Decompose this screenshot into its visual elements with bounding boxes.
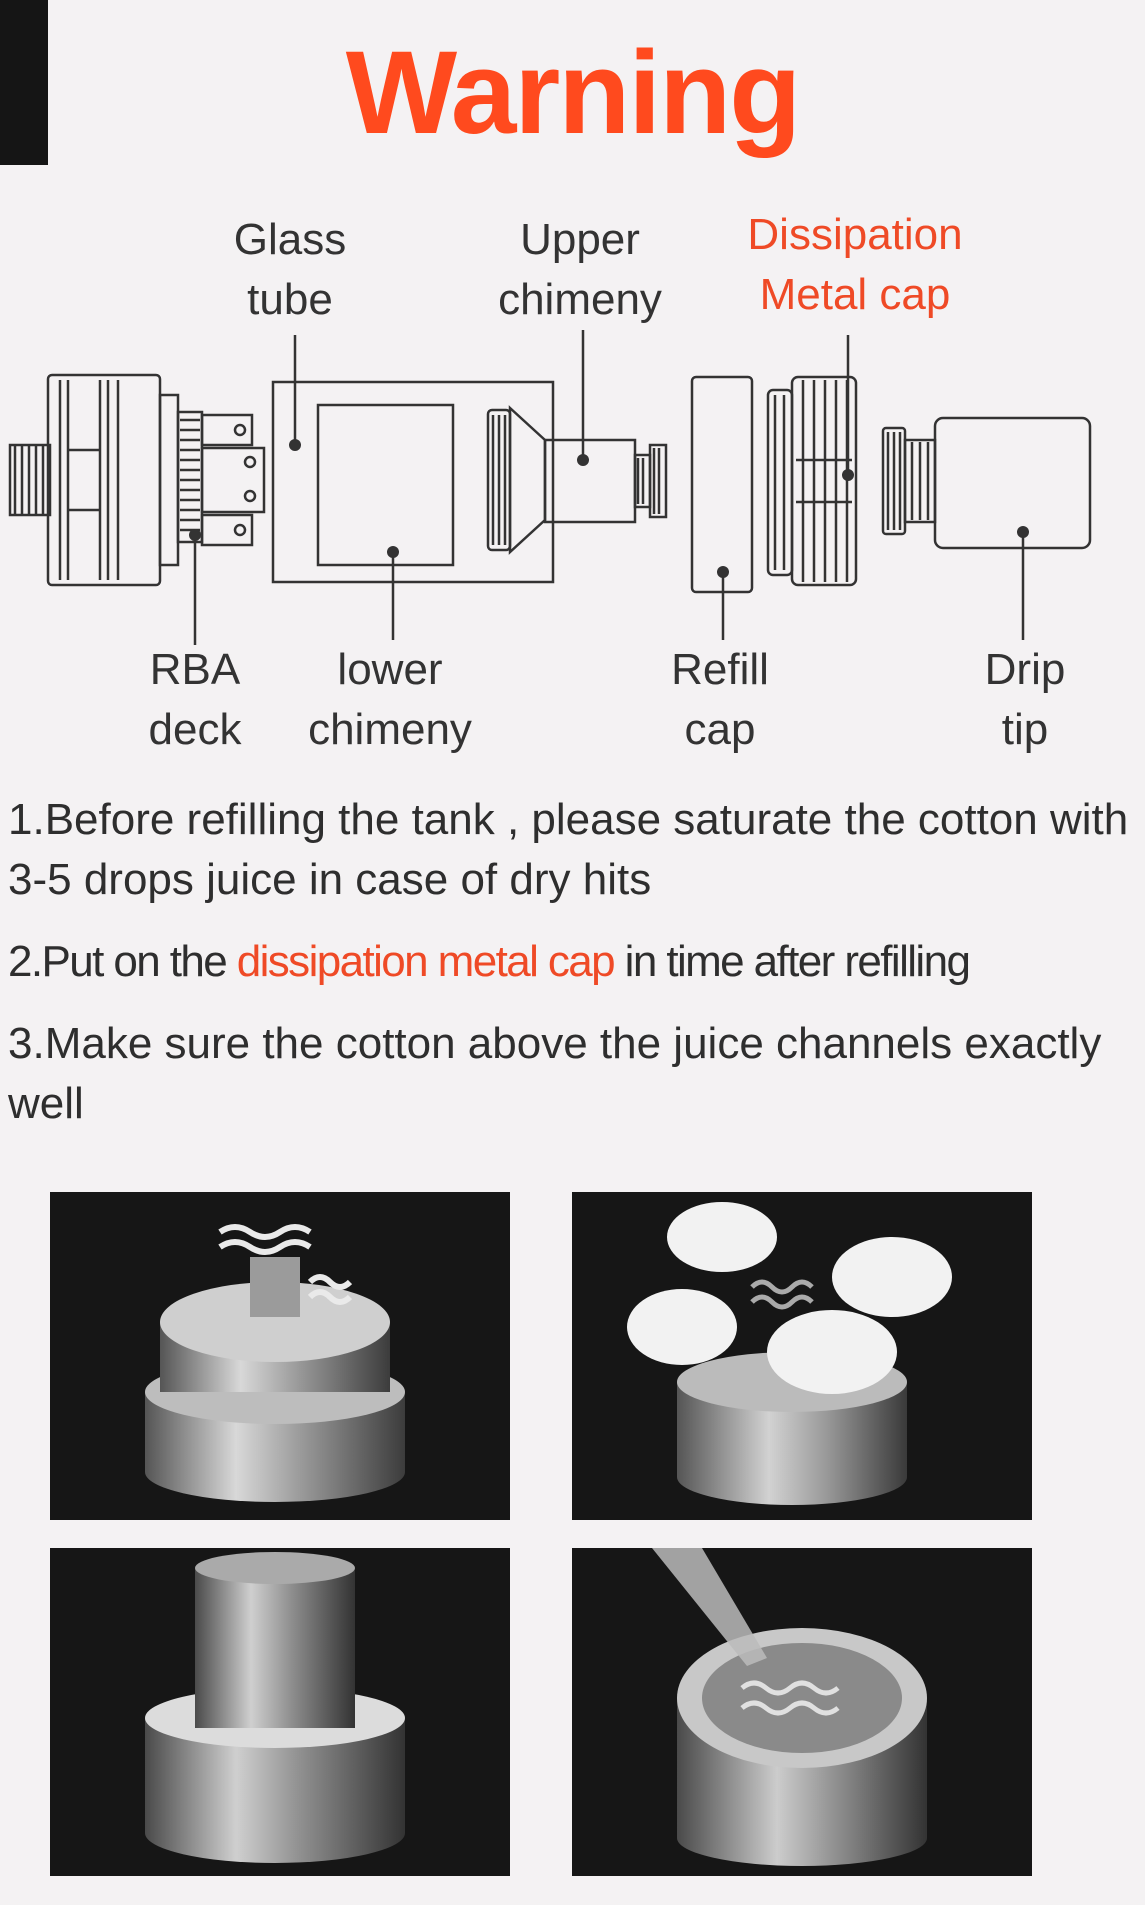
- lower-chimney-part: [316, 403, 455, 567]
- instruction-step-3: 3.Make sure the cotton above the juice c…: [8, 1019, 1102, 1128]
- juice-drip-into-deck-photo: [572, 1548, 1032, 1876]
- instruction-step-2: 2.Put on the dissipation metal cap in ti…: [8, 937, 971, 986]
- lower-chimney-installed-photo: [50, 1548, 510, 1876]
- diagram-line-art: [8, 330, 1092, 645]
- instruction-step-1: 1.Before refilling the tank , please sat…: [8, 795, 1129, 904]
- dissipation-cap-part: [766, 375, 858, 587]
- instructions: 1.Before refilling the tank , please sat…: [8, 790, 1138, 1156]
- glass-tube-part: [271, 380, 555, 584]
- refill-cap-part: [690, 375, 754, 594]
- highlight-dissipation-cap: dissipation metal cap: [236, 937, 616, 986]
- rba-deck-with-coils-photo: [50, 1192, 510, 1520]
- rba-deck-with-cotton-photo: [572, 1192, 1032, 1520]
- upper-chimney-part: [486, 405, 668, 555]
- page-title: Warning: [345, 27, 802, 159]
- corner-bar: [0, 0, 48, 165]
- rba-deck-part: [8, 373, 266, 587]
- leader-lines: [193, 330, 1025, 645]
- drip-tip-part: [881, 416, 1092, 550]
